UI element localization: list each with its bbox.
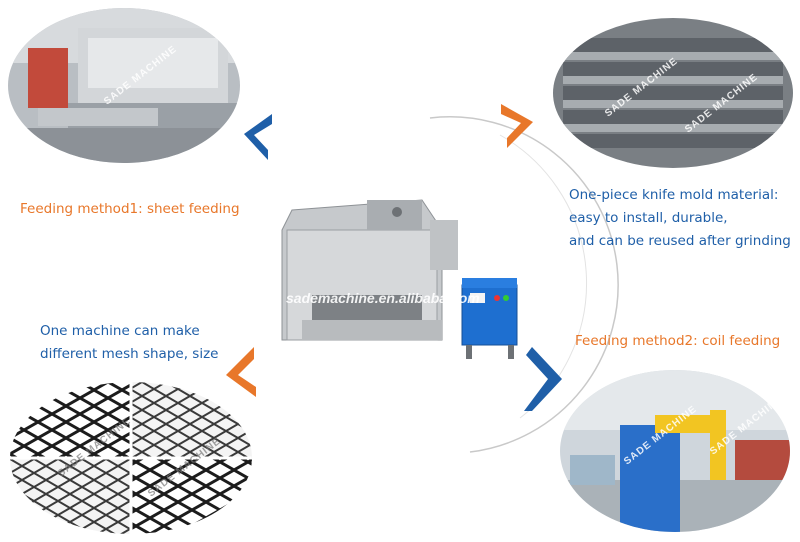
blue-chevron-bottom-right-icon xyxy=(524,347,562,411)
knife-mold-photo: SADE MACHINE SADE MACHINE xyxy=(553,18,793,168)
sheet-feeding-photo: SADE MACHINE xyxy=(8,8,240,163)
coil-feeding-photo: SADE MACHINE SADE MACHINE xyxy=(560,370,790,532)
orange-chevron-top-right-icon xyxy=(501,104,533,148)
caption-mold-line-3: and can be reused after grinding xyxy=(569,233,791,249)
caption-feeding-method-1: Feeding method1: sheet feeding xyxy=(20,201,240,217)
mesh-shape-photo: SADE MACHINE SADE MACHINE xyxy=(10,382,252,534)
caption-mold-line-2: easy to install, durable, xyxy=(569,210,728,226)
orange-chevron-bottom-left-icon xyxy=(226,347,256,397)
caption-mesh-line-2: different mesh shape, size xyxy=(40,346,219,362)
caption-mesh-line-1: One machine can make xyxy=(40,323,200,339)
mesh-machine-image: sademachine.en.alibaba.com xyxy=(272,190,528,370)
caption-mold-line-1: One-piece knife mold material: xyxy=(569,187,779,203)
caption-feeding-method-2: Feeding method2: coil feeding xyxy=(575,333,781,349)
machine-watermark: sademachine.en.alibaba.com xyxy=(286,290,480,306)
blue-chevron-top-left-icon xyxy=(244,114,272,160)
